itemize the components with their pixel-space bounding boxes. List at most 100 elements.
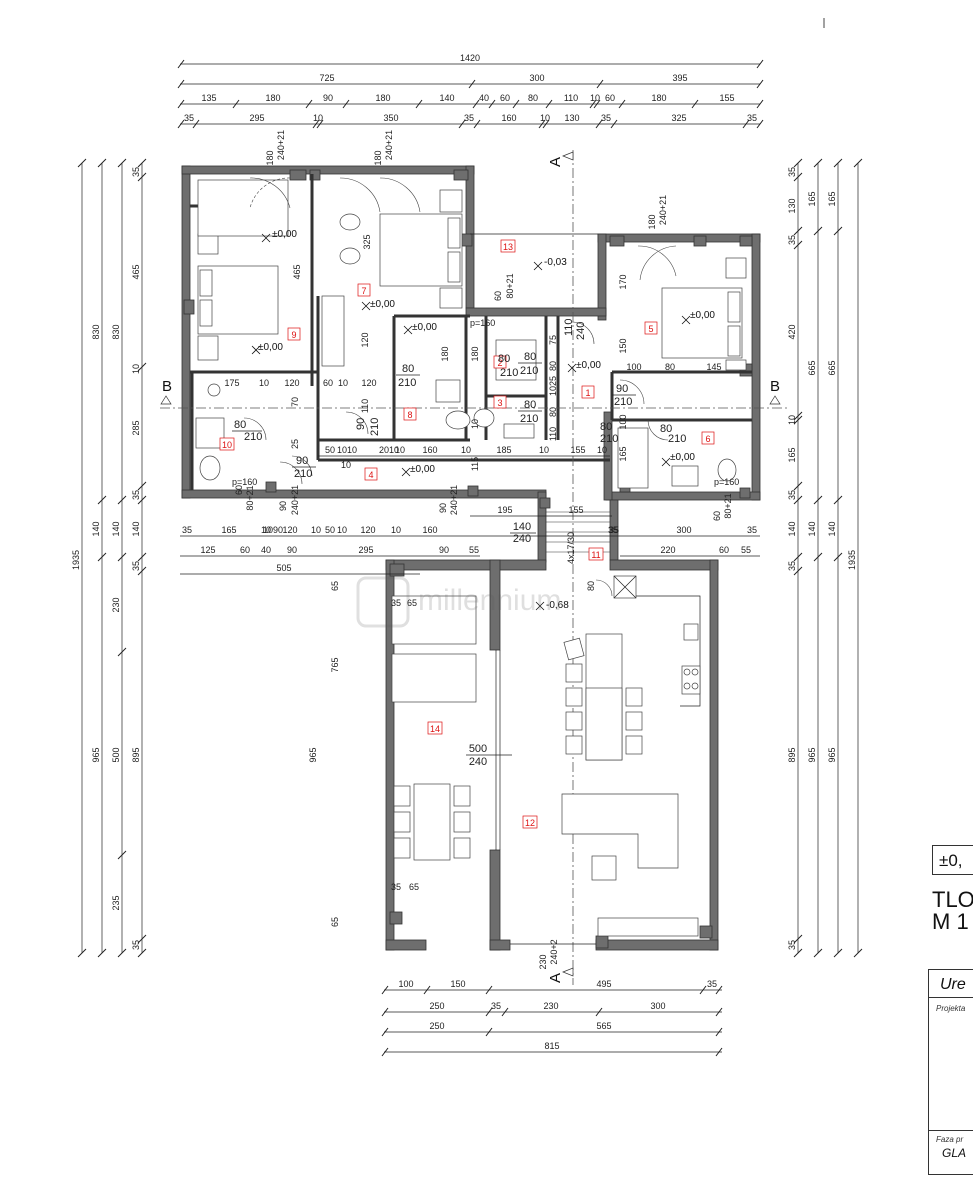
room-10: 10 bbox=[222, 440, 232, 450]
mid-dim: 115 bbox=[470, 457, 480, 471]
opening-label: 90 bbox=[438, 503, 448, 513]
room-tag bbox=[522, 815, 538, 829]
dim-r2: 140 bbox=[439, 93, 454, 103]
bottom-dim: 100 bbox=[398, 979, 413, 989]
inner-dim: 765 bbox=[330, 657, 340, 672]
mid-dim: 240 bbox=[513, 533, 531, 545]
top-dim-ticks bbox=[177, 59, 764, 129]
chair bbox=[625, 735, 643, 755]
door-width: 80 bbox=[524, 351, 536, 363]
bottom-dim: 230 bbox=[543, 1001, 558, 1011]
room-labels: 1 2 3 4 5 6 7 8 9 10 11 12 13 14 bbox=[219, 239, 715, 829]
chair bbox=[393, 811, 411, 833]
dim-r3: 35 bbox=[601, 113, 611, 123]
column bbox=[539, 497, 551, 509]
dim-r2: 110 bbox=[564, 93, 578, 103]
mid-dim: 60 bbox=[719, 545, 729, 555]
wall bbox=[489, 559, 501, 651]
mid-dim: 120 bbox=[360, 525, 375, 535]
pillow bbox=[199, 269, 213, 297]
mid-dim: 55 bbox=[741, 545, 751, 555]
right-dim-ticks bbox=[793, 158, 863, 958]
wardrobe bbox=[197, 179, 289, 237]
dim-right: 140 bbox=[787, 521, 797, 536]
inner-dim: 180 bbox=[440, 346, 450, 361]
room-tag bbox=[403, 407, 417, 421]
room-6: 6 bbox=[705, 434, 710, 444]
opening-label: 80+21 bbox=[505, 273, 515, 298]
mid-dim: 35 bbox=[747, 525, 757, 535]
inner-dim: 65 bbox=[330, 581, 340, 591]
pillow bbox=[447, 217, 461, 249]
section-arrow bbox=[160, 395, 172, 405]
dim-overall-height-left: 1935 bbox=[71, 550, 81, 570]
door-width: 80 bbox=[498, 353, 510, 365]
mid-dim: 10 bbox=[597, 445, 607, 455]
room-13: 13 bbox=[503, 242, 513, 252]
column bbox=[609, 235, 625, 247]
chair bbox=[453, 837, 471, 859]
dining-table bbox=[585, 687, 623, 761]
project-label: Projekta bbox=[936, 1004, 966, 1013]
column bbox=[265, 481, 277, 493]
right-dimension-lines bbox=[797, 163, 859, 953]
bar-stool bbox=[563, 637, 585, 661]
lounger bbox=[391, 653, 477, 703]
column bbox=[309, 169, 321, 181]
opening-label: 80+21 bbox=[245, 485, 255, 510]
office-name: Ure bbox=[940, 976, 966, 993]
mid-dim: 20 bbox=[379, 445, 389, 455]
dim-top-2: 300 bbox=[529, 73, 544, 83]
mid-dim: 35 bbox=[182, 525, 192, 535]
pillow bbox=[727, 291, 741, 323]
opening-label: 60 bbox=[493, 291, 503, 301]
inner-dim: 80 bbox=[548, 361, 558, 371]
mid-dim: 10 bbox=[337, 525, 347, 535]
chair bbox=[393, 837, 411, 859]
opening-label: 240+21 bbox=[276, 130, 286, 160]
right-dim-labels: 35 130 35 420 10 165 35 140 35 895 35 16… bbox=[787, 167, 857, 950]
dim-right: 35 bbox=[787, 235, 797, 245]
inner-dim: 35 bbox=[391, 882, 401, 892]
inner-dim: 10 bbox=[470, 419, 480, 429]
wall bbox=[751, 233, 761, 501]
dim-left: 35 bbox=[131, 490, 141, 500]
dim-left: 140 bbox=[91, 521, 101, 536]
bottom-dim-labels: 100 150 495 35 250 35 230 300 250 565 81… bbox=[398, 979, 717, 1051]
inner-dim: 80 bbox=[548, 407, 558, 417]
mid-dim: 10 bbox=[395, 445, 405, 455]
sofa bbox=[561, 793, 679, 869]
room-7: 7 bbox=[361, 286, 366, 296]
column bbox=[699, 925, 713, 939]
door-width: 90 bbox=[296, 455, 308, 467]
level-room-9: ±0,00 bbox=[272, 229, 297, 240]
dim-left: 140 bbox=[131, 521, 141, 536]
section-marker-b-left: B bbox=[162, 378, 172, 395]
chair bbox=[339, 213, 361, 231]
door-sizes: 80 210 80 210 80 210 80 210 80 210 90 21… bbox=[232, 318, 686, 480]
bottom-dim: 250 bbox=[429, 1021, 444, 1031]
column bbox=[389, 563, 405, 577]
bar-stool bbox=[565, 663, 583, 683]
door-height: 210 bbox=[500, 367, 518, 379]
inner-dim: 80 bbox=[586, 581, 596, 591]
table bbox=[413, 783, 451, 861]
dim-right: 35 bbox=[787, 167, 797, 177]
opening-label: 240+21 bbox=[384, 130, 394, 160]
section-markers: A A B B bbox=[160, 151, 781, 983]
chair bbox=[625, 711, 643, 731]
drawing-title-line2: M 1 bbox=[932, 909, 969, 934]
bottom-dim: 495 bbox=[596, 979, 611, 989]
chair bbox=[453, 785, 471, 807]
mid-dim: 295 bbox=[358, 545, 373, 555]
mid-dim: 505 bbox=[276, 563, 291, 573]
nightstand bbox=[725, 359, 747, 371]
mid-dim: 55 bbox=[469, 545, 479, 555]
inner-dim: 165 bbox=[618, 446, 628, 461]
door-width: 80 bbox=[600, 421, 612, 433]
inner-dim: 175 bbox=[224, 378, 239, 388]
nightstand bbox=[197, 335, 219, 361]
dim-right: 665 bbox=[807, 360, 817, 375]
dim-left: 35 bbox=[131, 940, 141, 950]
mid-dim: 60 bbox=[240, 545, 250, 555]
